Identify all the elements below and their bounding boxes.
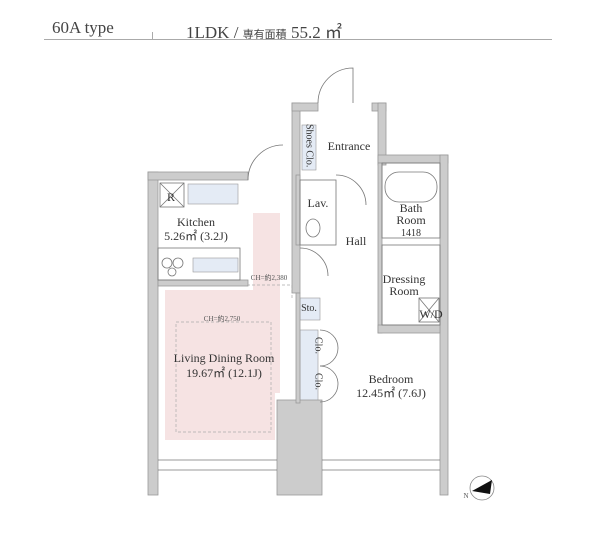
ldr-area: 19.67㎡ (12.1J) [186,366,262,380]
dressing-name-1: Dressing [382,272,426,286]
dressing-name-2: Room [389,284,419,298]
ldr-name: Living Dining Room [173,351,275,365]
header-tick [152,32,153,40]
area-value: 55.2 [290,23,321,42]
bedroom-name: Bedroom [368,372,414,386]
kitchen-name: Kitchen [177,215,215,229]
kitchen-area: 5.26㎡ (3.2J) [164,229,228,243]
ldr-highlight [165,213,280,440]
bedroom-area: 12.45㎡ (7.6J) [356,386,426,400]
hall-label: Hall [345,234,367,248]
closet-label-1: Clo. [312,337,324,354]
unit-type: 60A type [52,18,114,37]
fridge-label: R [166,190,176,204]
closet-label-2: Clo. [312,373,324,390]
area-unit: ㎡ [324,23,342,42]
compass [469,475,495,501]
bathtub [384,171,438,203]
area-label: 専有面積 [242,29,287,41]
lav-label: Lav. [307,196,329,210]
bath-name-2: Room [396,213,426,227]
header-rule [44,39,552,40]
ceiling-height-hall: CH=約2,380 [250,274,288,282]
compass-north-label: N [463,492,469,500]
entrance-label: Entrance [327,139,371,153]
fridge [159,182,185,208]
shoes-closet-label: Shoes Clo. [303,124,315,168]
bath-name-1: Bath [399,201,423,215]
ceiling-dashed [175,321,272,433]
separator: / [233,23,239,42]
storage-label: Sto. [301,303,317,314]
unit-summary: 1LDK / 専有面積 55.2 ㎡ [186,18,342,43]
ceiling-height-ldr: CH=約2,750 [203,315,241,323]
layout: 1LDK [186,23,230,42]
bath-size: 1418 [401,228,421,239]
wd-label: W/D [419,307,443,321]
